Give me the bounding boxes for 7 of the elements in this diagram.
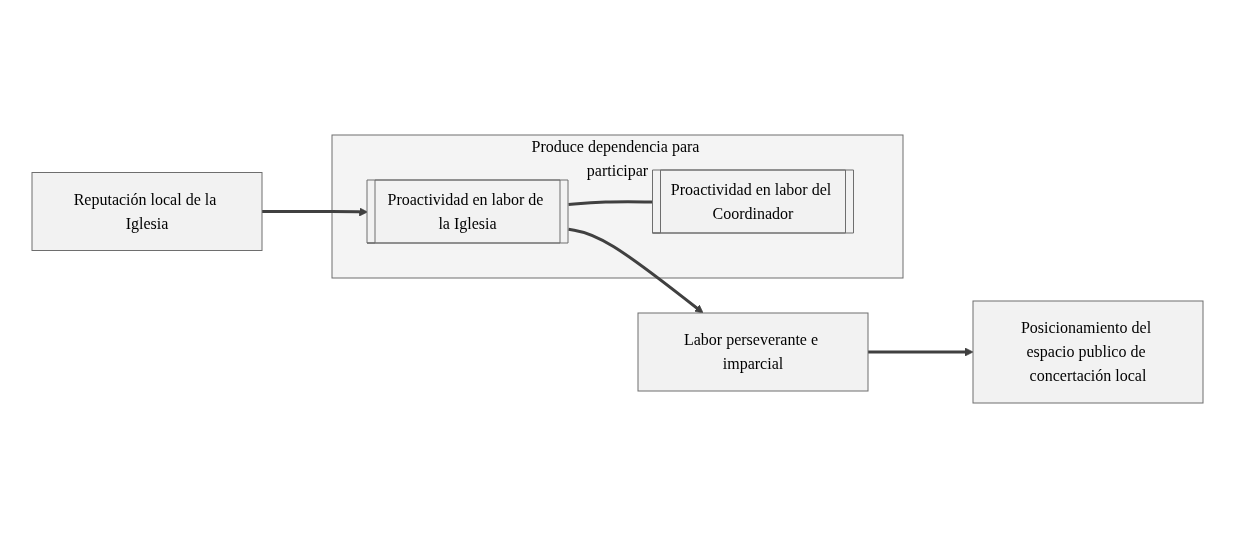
node-box: Reputación local de la Iglesia [31,171,262,251]
arrow [567,227,703,313]
arrow [867,347,973,356]
connector [567,199,653,206]
arrow [261,207,368,216]
node-box: Posicionamiento del espacio publico de concertación local [972,300,1203,403]
node-box: Labor perseverante e imparcial [637,312,868,391]
